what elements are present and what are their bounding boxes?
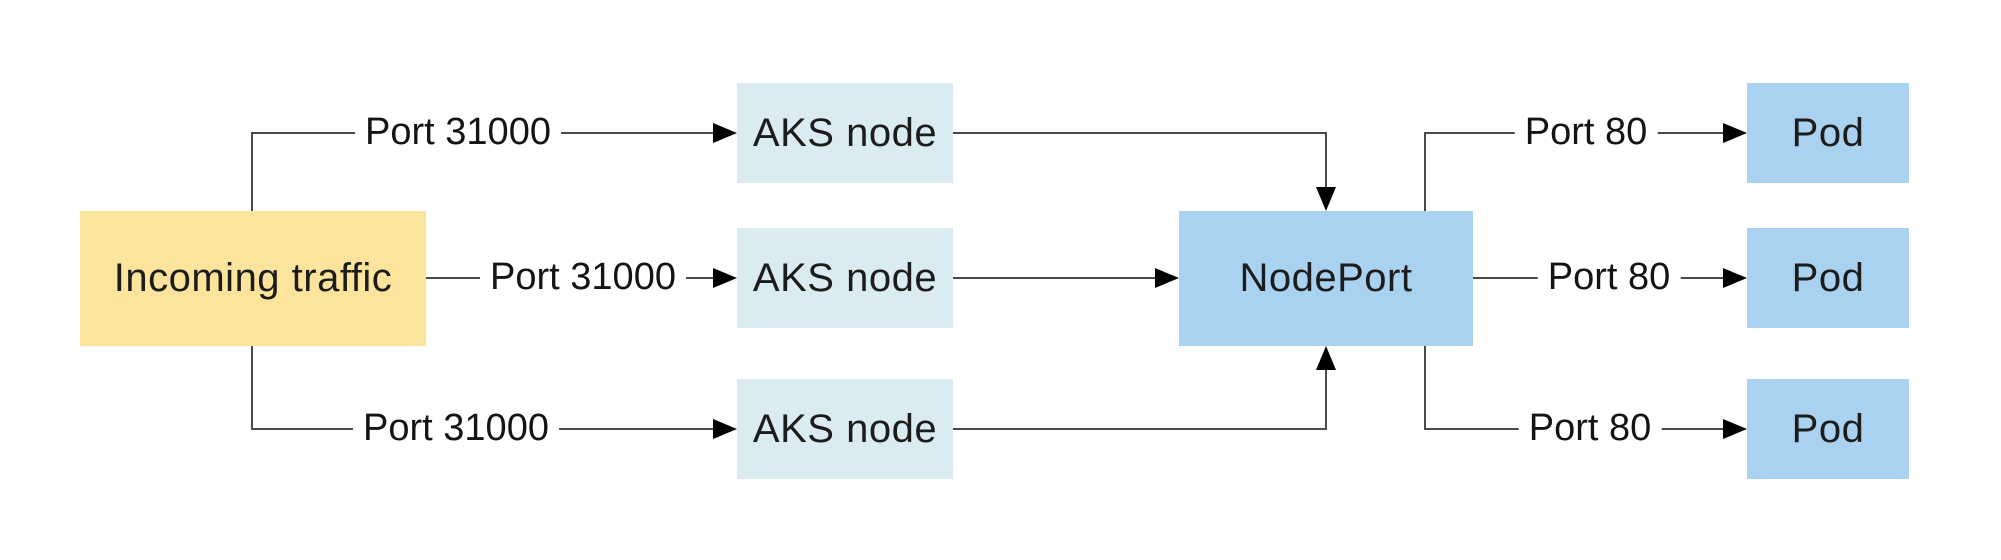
node-label: AKS node	[752, 110, 938, 155]
edge-label-port-80: Port 80	[1514, 111, 1658, 154]
edge-label-port-80: Port 80	[1537, 256, 1681, 299]
arrowhead-right-icon	[1723, 123, 1747, 143]
arrowhead-right-icon	[713, 419, 737, 439]
node-aks-node-3: AKS node	[737, 379, 953, 479]
arrowhead-right-icon	[1723, 419, 1747, 439]
node-pod-3: Pod	[1747, 379, 1909, 479]
node-label: AKS node	[752, 255, 938, 300]
edge-aks1-nodeport-horizontal	[953, 132, 1327, 134]
edge-aks3-nodeport-horizontal	[953, 428, 1327, 430]
node-label: NodePort	[1239, 256, 1413, 300]
node-label: AKS node	[752, 406, 938, 451]
edge-aks1-nodeport-vertical	[1325, 132, 1327, 190]
arrowhead-right-icon	[713, 268, 737, 288]
node-aks-node-1: AKS node	[737, 83, 953, 183]
edge-aks3-nodeport-vertical	[1325, 369, 1327, 430]
arrowhead-right-icon	[713, 123, 737, 143]
node-incoming-traffic: Incoming traffic	[80, 211, 426, 346]
node-aks-node-2: AKS node	[737, 228, 953, 328]
node-pod-1: Pod	[1747, 83, 1909, 183]
node-label: Pod	[1791, 110, 1865, 155]
edge-label-port-31000: Port 31000	[480, 256, 686, 299]
arrowhead-up-icon	[1316, 346, 1336, 370]
edge-label-port-31000: Port 31000	[353, 407, 559, 450]
arrowhead-right-icon	[1723, 268, 1747, 288]
edge-label-port-31000: Port 31000	[355, 111, 561, 154]
node-pod-2: Pod	[1747, 228, 1909, 328]
node-label: Pod	[1791, 406, 1865, 451]
node-label: Pod	[1791, 255, 1865, 300]
edge-incoming-aks3-vertical	[251, 346, 253, 430]
arrowhead-right-icon	[1155, 268, 1179, 288]
node-nodeport: NodePort	[1179, 211, 1473, 346]
edge-incoming-aks1-vertical	[251, 132, 253, 212]
node-label: Incoming traffic	[113, 256, 393, 300]
edge-nodeport-pod3-vertical	[1424, 346, 1426, 430]
arrowhead-down-icon	[1316, 187, 1336, 211]
edge-label-port-80: Port 80	[1518, 407, 1662, 450]
edge-aks2-nodeport-horizontal	[953, 277, 1155, 279]
edge-nodeport-pod1-vertical	[1424, 132, 1426, 212]
